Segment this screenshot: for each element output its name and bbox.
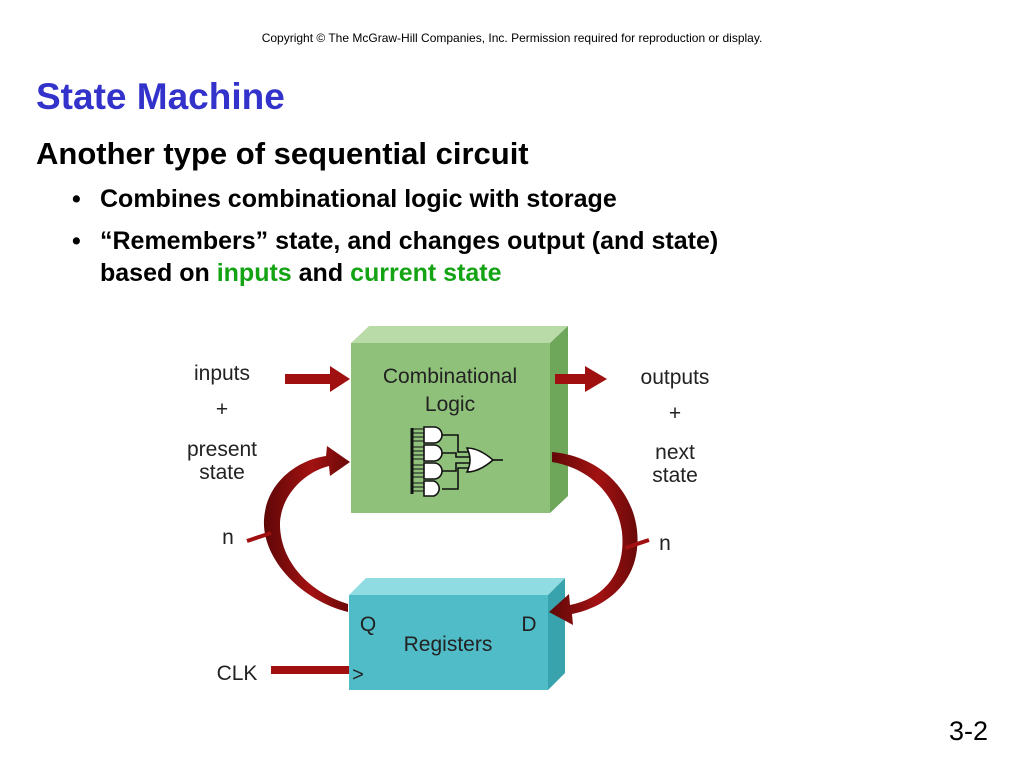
plus-left: +: [216, 398, 228, 421]
slide-subtitle: Another type of sequential circuit: [36, 136, 529, 171]
n-left-label: n: [222, 526, 234, 549]
bullet-text: and: [298, 259, 344, 287]
bullet-text: “Remembers” state, and changes output (a…: [100, 227, 719, 255]
bullet-list: • Combines combinational logic with stor…: [70, 183, 870, 299]
present-state-feedback-arrow: [263, 446, 350, 612]
next-label: next: [655, 441, 695, 464]
logic-gates-icon: [410, 426, 503, 497]
bullet-text: based on: [100, 259, 210, 287]
present-label: present: [187, 438, 257, 461]
clk-arrow: [271, 666, 349, 674]
clk-label: CLK: [217, 662, 258, 685]
slide-title: State Machine: [36, 76, 285, 117]
outputs-arrow: [555, 366, 607, 392]
bullet-dot: •: [72, 227, 81, 255]
inputs-label: inputs: [194, 362, 250, 385]
bus-width-tick-right: [624, 538, 650, 550]
plus-right: +: [669, 402, 681, 425]
combinational-logic-block: [351, 326, 568, 513]
bullet-item: • Combines combinational logic with stor…: [70, 183, 870, 215]
highlight-current-state: current state: [350, 259, 502, 287]
highlight-inputs: inputs: [216, 259, 292, 287]
state-right-label: state: [652, 464, 698, 487]
bullet-item: • “Remembers” state, and changes output …: [70, 225, 870, 289]
bus-width-tick-left: [246, 531, 272, 543]
bullet-dot: •: [72, 185, 81, 213]
clock-input-symbol: >: [352, 664, 364, 686]
state-left-label: state: [199, 461, 245, 484]
next-state-feedback-arrow: [549, 452, 638, 625]
copyright-notice: Copyright © The McGraw-Hill Companies, I…: [261, 31, 763, 45]
register-q-label: Q: [360, 613, 376, 636]
comb-logic-label: Combinational: [383, 365, 517, 388]
page-number: 3-2: [948, 716, 988, 746]
register-d-label: D: [521, 613, 536, 636]
n-right-label: n: [659, 532, 671, 555]
registers-label: Registers: [404, 633, 493, 656]
comb-logic-label: Logic: [425, 393, 475, 416]
registers-block: [349, 578, 565, 690]
inputs-arrow: [285, 366, 350, 392]
bullet-text: Combines combinational logic with storag…: [100, 185, 617, 213]
outputs-label: outputs: [641, 366, 710, 389]
